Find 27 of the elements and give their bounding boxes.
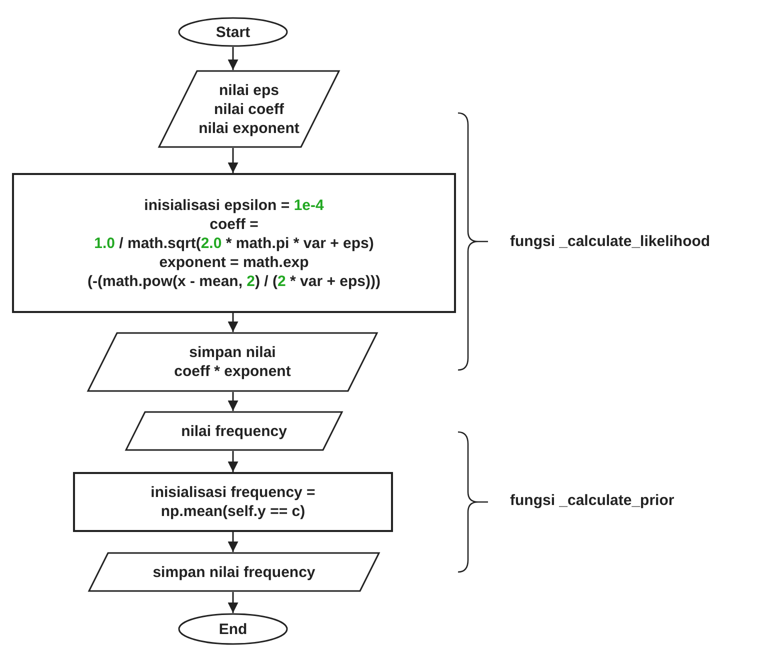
code-text: coeff * exponent	[174, 362, 291, 381]
code-text: Start	[216, 22, 250, 42]
code-text: coeff =	[210, 214, 258, 234]
arrow	[228, 313, 238, 332]
code-text: nilai coeff	[214, 100, 284, 118]
process-box	[12, 173, 456, 313]
code-text: nilai frequency	[181, 422, 287, 440]
code-text: End	[218, 620, 248, 638]
code-text: np.mean(self.y == c)	[160, 502, 306, 521]
code-text: exponent = math.exp	[159, 252, 309, 272]
code-text: nilai eps	[218, 80, 280, 100]
arrow	[228, 47, 238, 70]
code-text: simpan nilai frequency	[152, 562, 316, 582]
code-text: nilai exponent	[198, 118, 300, 138]
code-text: (-(math.pow(x - mean, 2) / (2 * var + eps)))	[88, 272, 380, 290]
arrow	[228, 451, 238, 472]
code-text: inisialisasi frequency =	[150, 483, 316, 502]
arrow	[228, 148, 238, 173]
arrow	[228, 532, 238, 552]
process-box	[73, 472, 393, 532]
code-text: 1.0 / math.sqrt(2.0 * math.pi * var + eps)	[94, 234, 374, 252]
code-text: simpan nilai	[189, 343, 276, 362]
function-label: fungsi _calculate_prior	[510, 492, 674, 509]
arrow	[228, 392, 238, 411]
code-text: inisialisasi epsilon = 1e-4	[144, 196, 324, 214]
function-label: fungsi _calculate_likelihood	[510, 233, 710, 250]
arrow	[228, 592, 238, 613]
